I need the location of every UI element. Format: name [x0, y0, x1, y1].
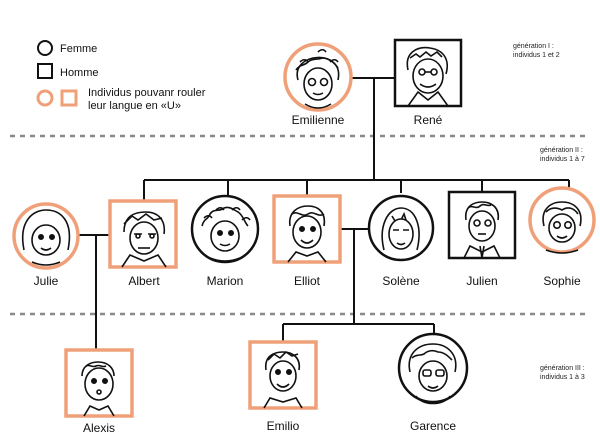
- person-marion: Marion: [190, 194, 260, 288]
- person-albert: Albert: [108, 199, 178, 288]
- legend-trait-label-2: leur langue en «U»: [88, 100, 181, 112]
- name-sophie: Sophie: [543, 274, 581, 288]
- person-julie: Julie: [12, 202, 80, 288]
- name-elliot: Elliot: [294, 274, 321, 288]
- legend-female-label: Femme: [60, 43, 97, 55]
- name-solene: Solène: [382, 274, 420, 288]
- name-albert: Albert: [128, 274, 160, 288]
- person-emilio: Emilio: [248, 340, 318, 433]
- name-emilienne: Emilienne: [292, 113, 345, 127]
- person-rene: René: [393, 38, 463, 127]
- name-rene: René: [414, 113, 443, 127]
- relationship-lines: [78, 77, 570, 350]
- generation-3-label-1: génération III :: [540, 365, 585, 372]
- legend-male-symbol: [37, 63, 53, 79]
- name-garence: Garence: [410, 419, 456, 433]
- person-alexis: Alexis: [64, 348, 134, 435]
- legend-female-symbol: [37, 40, 53, 56]
- person-garence: Garence: [397, 332, 469, 433]
- legend-trait-label-1: Individus pouvanr rouler: [88, 87, 206, 99]
- legend-trait-circle: [36, 89, 54, 107]
- name-marion: Marion: [207, 274, 244, 288]
- person-julien: Julien: [447, 190, 517, 288]
- legend-trait-square: [60, 89, 78, 107]
- name-julie: Julie: [34, 274, 59, 288]
- name-julien: Julien: [466, 274, 497, 288]
- person-solene: Solène: [367, 194, 435, 288]
- person-elliot: Elliot: [272, 194, 342, 288]
- generation-1-label-1: génération I :: [513, 43, 554, 50]
- generation-3-label-2: individus 1 à 3: [540, 374, 585, 381]
- legend: Femme Homme Individus pouvanr rouler leu…: [36, 40, 206, 112]
- person-emilienne: Emilienne: [283, 42, 353, 127]
- generation-1-label-2: individus 1 et 2: [513, 52, 560, 59]
- legend-male-label: Homme: [60, 67, 99, 79]
- generation-2-label-2: individus 1 à 7: [540, 156, 585, 163]
- generation-2-label-1: génération II :: [540, 147, 583, 154]
- name-alexis: Alexis: [83, 421, 115, 435]
- name-emilio: Emilio: [267, 419, 300, 433]
- person-sophie: Sophie: [528, 186, 596, 288]
